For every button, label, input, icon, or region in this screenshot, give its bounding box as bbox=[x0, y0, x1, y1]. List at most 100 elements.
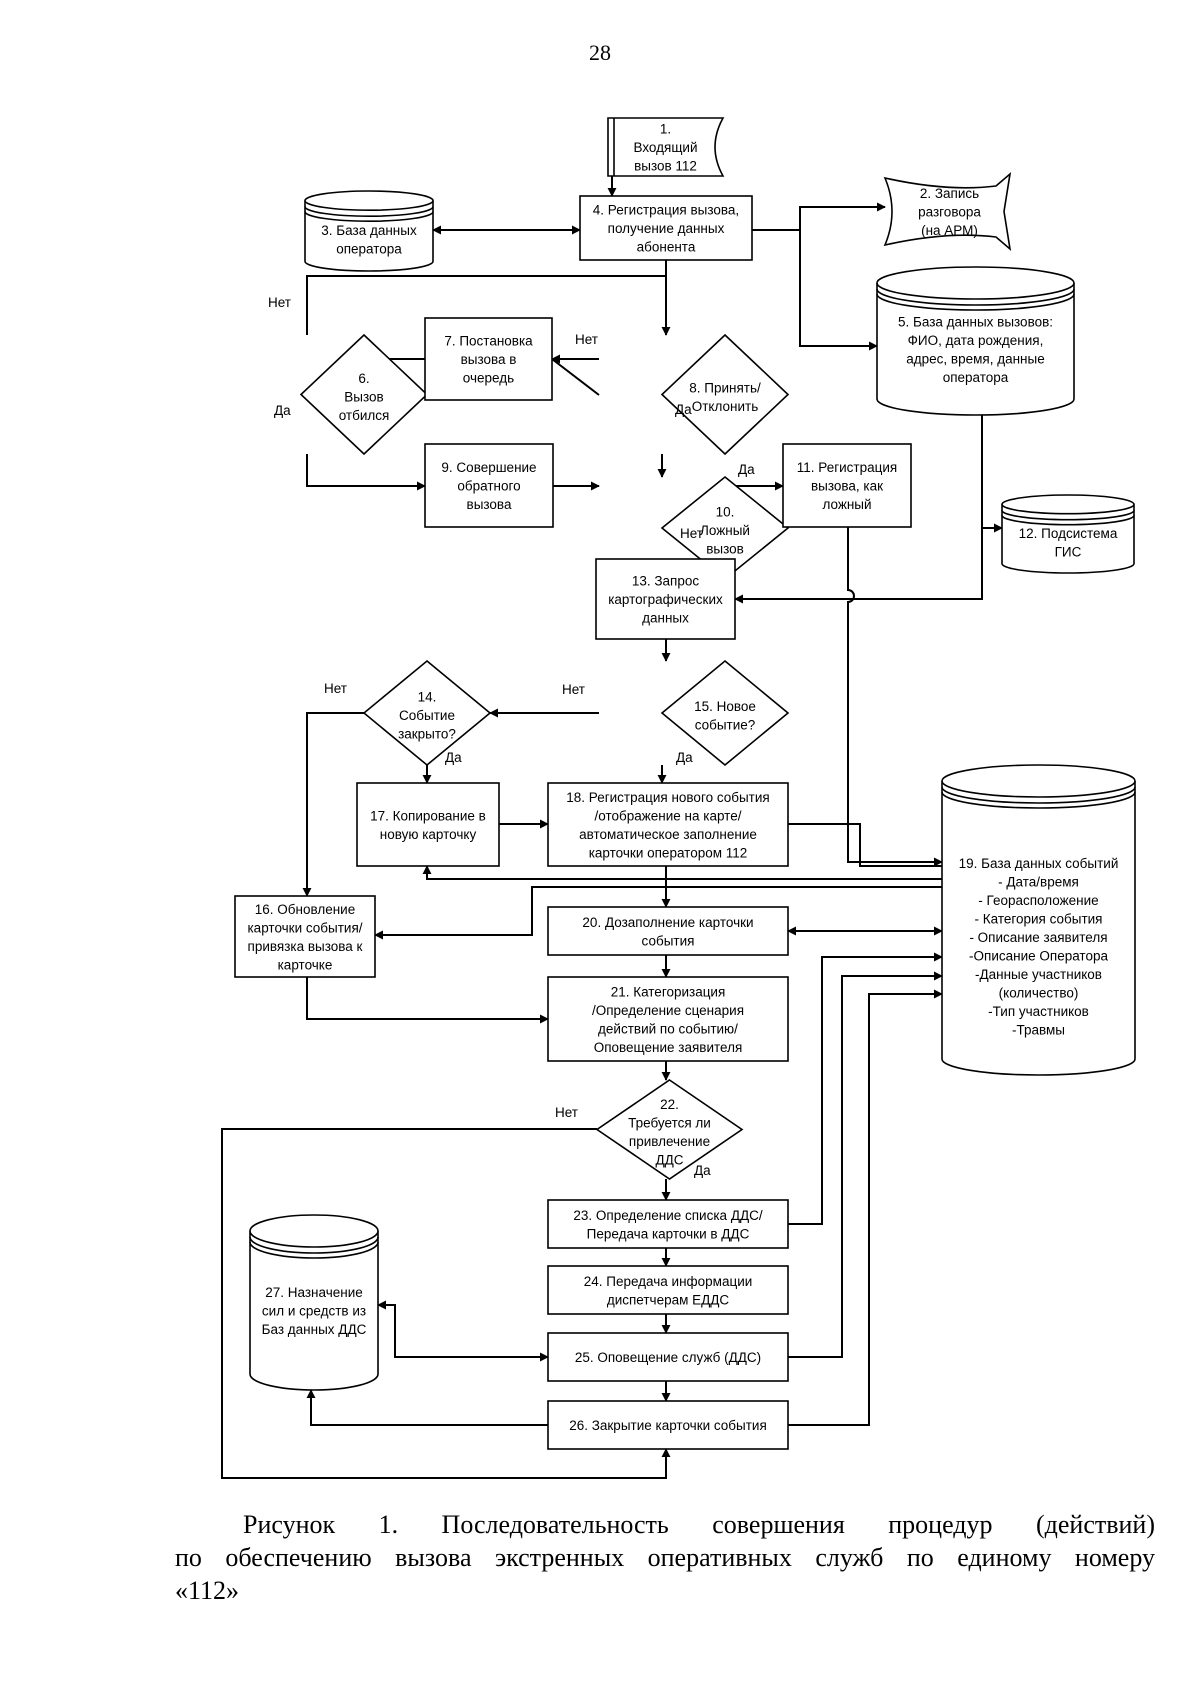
update-event-card-box-line-1: 16. Обновление bbox=[255, 902, 355, 917]
gis-subsystem-cylinder-line-1: 12. Подсистема bbox=[1019, 526, 1118, 541]
call-dropped-decision-line-1: 6. bbox=[358, 371, 369, 386]
edds-info-box-line-1: 24. Передача информации bbox=[584, 1274, 753, 1289]
register-new-event-box-line-3: автоматическое заполнение bbox=[579, 827, 757, 842]
page-number: 28 bbox=[589, 40, 611, 65]
categorization-box-line-2: /Определение сценария bbox=[592, 1003, 744, 1018]
update-event-card-box-line-2: карточки события/ bbox=[247, 920, 362, 935]
map-data-request-box-line-3: данных bbox=[642, 611, 689, 626]
accept-reject-decision bbox=[660, 333, 790, 456]
update-event-card-box-line-4: карточке bbox=[278, 957, 333, 972]
events-database-cylinder-line-5: - Описание заявителя bbox=[969, 930, 1107, 945]
close-card-box-line-1: 26. Закрытие карточки события bbox=[569, 1418, 767, 1433]
gis-subsystem-cylinder bbox=[1001, 494, 1135, 574]
register-false-call-box-line-1: 11. Регистрация bbox=[797, 460, 897, 475]
label-no-8: Нет bbox=[575, 332, 598, 347]
close-card-box bbox=[547, 1400, 789, 1450]
event-closed-decision-line-3: закрыто? bbox=[398, 727, 456, 742]
events-database-cylinder-line-9: -Тип участников bbox=[988, 1004, 1089, 1019]
call-registration-box-line-1: 4. Регистрация вызова, bbox=[593, 203, 739, 218]
register-false-call-box-line-2: вызова, как bbox=[811, 479, 883, 494]
label-yes-15: Да bbox=[676, 750, 693, 765]
copy-to-new-card-box-line-1: 17. Копирование в bbox=[370, 808, 486, 823]
calls-database-cylinder-line-1: 5. База данных вызовов: bbox=[898, 314, 1053, 329]
event-closed-decision-line-2: Событие bbox=[399, 708, 455, 723]
call-dropped-decision-line-2: Вызов bbox=[344, 390, 383, 405]
dds-list-box-line-1: 23. Определение списка ДДС/ bbox=[573, 1208, 762, 1223]
queue-call-box-line-1: 7. Постановка bbox=[444, 334, 533, 349]
register-new-event-box bbox=[547, 782, 789, 867]
dds-required-decision-line-3: привлечение bbox=[629, 1134, 710, 1149]
calls-database-cylinder-line-4: оператора bbox=[943, 370, 1009, 385]
event-closed-decision bbox=[362, 659, 492, 767]
map-data-request-box-line-1: 13. Запрос bbox=[632, 574, 700, 589]
notify-services-box bbox=[547, 1332, 789, 1382]
caption-line-2: по обеспечению вызова экстренных операти… bbox=[175, 1543, 1155, 1572]
label-yes-10: Да bbox=[738, 462, 755, 477]
new-event-decision-line-1: 15. Новое bbox=[694, 699, 756, 714]
call-registration-box-line-2: получение данных bbox=[608, 221, 725, 236]
register-new-event-box-line-2: /отображение на карте/ bbox=[595, 808, 742, 823]
label-no-6: Нет bbox=[268, 295, 291, 310]
call-dropped-decision-line-3: отбился bbox=[339, 408, 390, 423]
events-database-cylinder-line-6: -Описание Оператора bbox=[969, 948, 1108, 963]
false-call-decision-line-1: 10. bbox=[716, 505, 735, 520]
incoming-call-flag-line-3: вызов 112 bbox=[634, 159, 697, 174]
queue-call-box-line-2: вызова в bbox=[461, 352, 517, 367]
callback-box-line-2: обратного bbox=[457, 479, 520, 494]
calls-database-cylinder-line-3: адрес, время, данные bbox=[906, 351, 1044, 366]
label-no-22: Нет bbox=[555, 1105, 578, 1120]
register-new-event-box-line-4: карточки оператором 112 bbox=[589, 845, 748, 860]
event-closed-decision-line-1: 14. bbox=[418, 690, 437, 705]
false-call-decision-line-2: Ложный bbox=[700, 523, 750, 538]
call-dropped-decision bbox=[299, 333, 429, 456]
incoming-call-flag-line-2: Входящий bbox=[633, 140, 697, 155]
complete-card-box-line-2: события bbox=[642, 933, 695, 948]
label-yes-14: Да bbox=[445, 750, 462, 765]
operator-database-cylinder-line-2: оператора bbox=[336, 241, 402, 256]
calls-database-cylinder-line-2: ФИО, дата рождения, bbox=[908, 333, 1044, 348]
queue-call-box bbox=[424, 317, 553, 401]
categorization-box-line-4: Оповещение заявителя bbox=[594, 1040, 743, 1055]
edds-info-box-line-2: диспетчерам ЕДДС bbox=[607, 1292, 730, 1307]
caption-line-1: Рисунок 1. Последовательность совершения… bbox=[243, 1510, 1155, 1539]
events-database-cylinder-line-10: -Травмы bbox=[1012, 1022, 1065, 1037]
label-yes-8: Да bbox=[675, 402, 692, 417]
new-event-decision bbox=[660, 659, 790, 767]
call-recording-device-line-1: 2. Запись bbox=[920, 186, 979, 201]
false-call-decision-line-3: вызов bbox=[706, 542, 744, 557]
dds-resources-cylinder-line-3: Баз данных ДДС bbox=[262, 1322, 367, 1337]
label-yes-6: Да bbox=[274, 403, 291, 418]
complete-card-box bbox=[547, 906, 789, 956]
edds-info-box bbox=[547, 1265, 789, 1315]
dds-list-box-line-2: Передача карточки в ДДС bbox=[587, 1226, 750, 1241]
new-event-decision-line-2: событие? bbox=[695, 717, 756, 732]
call-recording-device-line-3: (на АРМ) bbox=[921, 223, 978, 238]
categorization-box-line-1: 21. Категоризация bbox=[611, 984, 726, 999]
dds-required-decision-line-1: 22. bbox=[660, 1097, 679, 1112]
dds-required-decision-line-4: ДДС bbox=[655, 1152, 683, 1167]
register-new-event-box-line-1: 18. Регистрация нового события bbox=[566, 790, 769, 805]
dds-required-decision-line-2: Требуется ли bbox=[628, 1115, 711, 1130]
categorization-box-line-3: действий по событию/ bbox=[598, 1021, 738, 1036]
dds-required-decision bbox=[595, 1079, 744, 1180]
register-false-call-box-line-3: ложный bbox=[822, 497, 871, 512]
calls-database-cylinder bbox=[876, 266, 1075, 416]
events-database-cylinder-line-1: 19. База данных событий bbox=[959, 856, 1119, 871]
call-registration-box-line-3: абонента bbox=[637, 240, 696, 255]
label-no-15: Нет bbox=[562, 682, 585, 697]
accept-reject-decision-line-2: Отклонить bbox=[692, 399, 759, 414]
update-event-card-box bbox=[234, 895, 376, 978]
events-database-cylinder bbox=[941, 764, 1136, 1076]
call-registration-box bbox=[579, 195, 753, 261]
map-data-request-box bbox=[595, 558, 736, 640]
accept-reject-decision-line-1: 8. Принять/ bbox=[689, 380, 761, 395]
dds-resources-cylinder-line-2: сил и средств из bbox=[262, 1304, 366, 1319]
copy-to-new-card-box bbox=[356, 782, 500, 867]
incoming-call-flag bbox=[607, 117, 725, 177]
queue-call-box-line-3: очередь bbox=[463, 371, 514, 386]
events-database-cylinder-line-8: (количество) bbox=[999, 985, 1079, 1000]
dds-resources-cylinder-line-1: 27. Назначение bbox=[265, 1285, 363, 1300]
events-database-cylinder-line-2: - Дата/время bbox=[998, 874, 1079, 889]
